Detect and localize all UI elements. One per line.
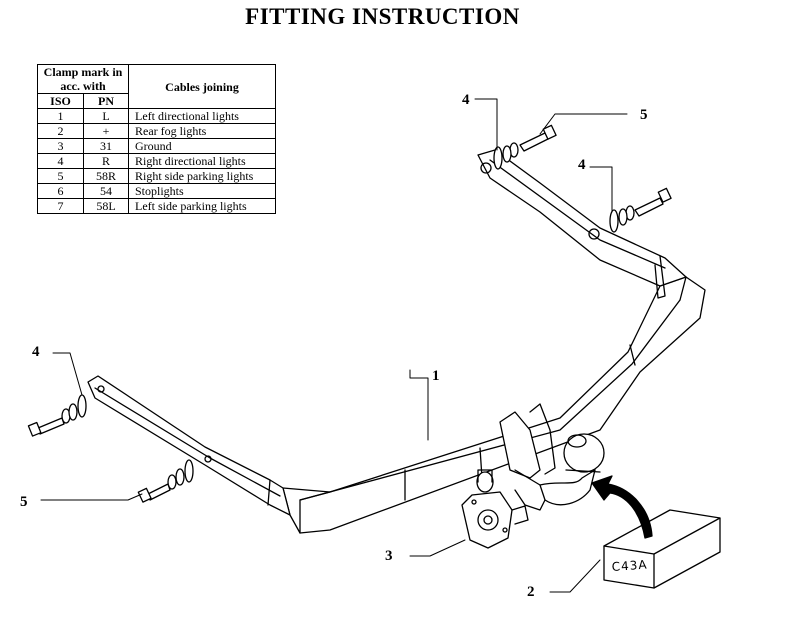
washer-top-b bbox=[502, 145, 512, 163]
pn-cell: 58L bbox=[83, 198, 129, 214]
washer-left-b bbox=[68, 403, 78, 421]
cable-desc-cell: Left side parking lights bbox=[128, 198, 276, 214]
cable-desc-cell: Ground bbox=[128, 138, 276, 154]
callout-box: 2 bbox=[527, 584, 535, 600]
washer-lower-b bbox=[175, 468, 185, 486]
callout-washer-top-left: 4 bbox=[462, 92, 470, 108]
iso-cell: 7 bbox=[36, 198, 85, 214]
page-title: FITTING INSTRUCTION bbox=[245, 4, 520, 29]
washer-lower-a bbox=[167, 474, 177, 490]
callout-socket: 3 bbox=[385, 548, 393, 564]
iso-cell: 5 bbox=[36, 168, 85, 184]
right-bracket-arm bbox=[477, 149, 687, 299]
callout-washer-top-right: 4 bbox=[578, 157, 586, 173]
cable-desc-cell: Right side parking lights bbox=[128, 168, 276, 184]
callout-bolt-bottom-left: 5 bbox=[20, 494, 28, 510]
bolt-left-upper bbox=[27, 417, 65, 437]
washer-right-b bbox=[618, 208, 628, 226]
washer-lower-large bbox=[184, 459, 194, 483]
part-code-label: C43A bbox=[611, 558, 648, 574]
cable-table: Clamp mark in acc. with Cables joining I… bbox=[36, 64, 276, 214]
callout-crossbar: 1 bbox=[432, 368, 440, 384]
table-row: 7 58L Left side parking lights bbox=[36, 198, 276, 214]
part-code-box: C43A bbox=[603, 509, 721, 589]
electrical-socket bbox=[461, 469, 529, 549]
pn-header: PN bbox=[83, 93, 129, 109]
bolt-top-right bbox=[519, 124, 557, 152]
callout-bolt-top: 5 bbox=[640, 107, 648, 123]
cable-desc-cell: Right directional lights bbox=[128, 153, 276, 169]
washer-right-large bbox=[609, 209, 619, 233]
cables-joining-header: Cables joining bbox=[128, 64, 276, 109]
bolt-right-side bbox=[634, 187, 672, 217]
table-row: 4 R Right directional lights bbox=[36, 153, 276, 169]
left-bracket-arm bbox=[87, 375, 291, 516]
pn-cell: 54 bbox=[83, 183, 129, 199]
clamp-mark-header: Clamp mark in acc. with bbox=[37, 64, 129, 94]
table-row: 3 31 Ground bbox=[36, 138, 276, 154]
washer-left-large bbox=[77, 394, 87, 418]
bolt-left-lower bbox=[137, 483, 171, 503]
cable-desc-cell: Stoplights bbox=[128, 183, 276, 199]
leader-lines bbox=[40, 98, 628, 593]
ball-mount bbox=[499, 403, 605, 511]
table-row: 6 54 Stoplights bbox=[36, 183, 276, 199]
pn-cell: 31 bbox=[83, 138, 129, 154]
curved-arrow-icon bbox=[591, 475, 653, 539]
callout-washer-left: 4 bbox=[32, 344, 40, 360]
crossbar-beam bbox=[282, 276, 706, 534]
washer-top-large bbox=[493, 146, 503, 170]
